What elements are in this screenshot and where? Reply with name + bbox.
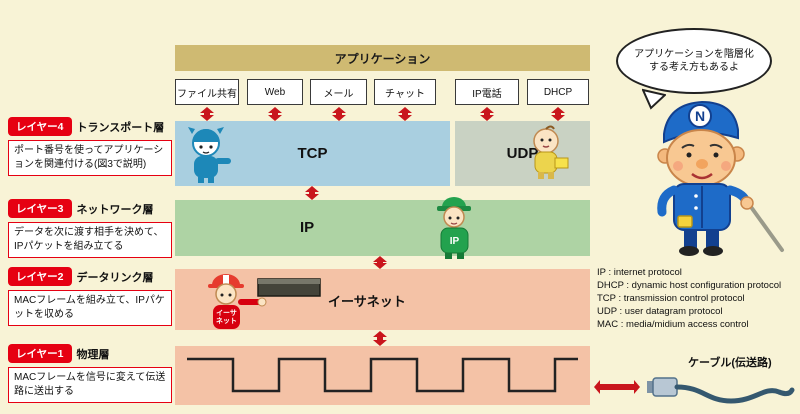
- layer1-head: レイヤー1 物理層: [8, 344, 172, 363]
- layer3-badge: レイヤー3: [8, 199, 72, 218]
- app-box-chat: チャット: [374, 79, 436, 105]
- layer1-badge: レイヤー1: [8, 344, 72, 363]
- tcp-character: [188, 127, 231, 183]
- svg-text:イーサ: イーサ: [216, 309, 237, 317]
- signal-wave: [187, 357, 578, 393]
- app-box-label: チャット: [385, 88, 425, 100]
- cable-icon: [647, 377, 795, 404]
- layer3-title: ネットワーク層: [76, 203, 154, 216]
- layer2-description: MACフレームを組み立て、IPパケットを収める: [8, 290, 172, 326]
- app-box-dhcp: DHCP: [527, 79, 589, 105]
- layer2-badge: レイヤー2: [8, 267, 72, 286]
- legend-line-ip: IP : internet protocol: [597, 267, 682, 278]
- protocol-legend: IP : internet protocol DHCP : dynamic ho…: [597, 266, 781, 331]
- speech-bubble-text: アプリケーションを階層化する考え方もあるよ: [634, 48, 754, 74]
- legend-line-dhcp: DHCP : dynamic host configuration protoc…: [597, 280, 782, 291]
- arrow-chat-tcp-icon: [398, 107, 412, 121]
- layer1-label-group: レイヤー1 物理層 MACフレームを信号に変えて伝送路に送出する: [8, 344, 172, 403]
- udp-character: [533, 125, 569, 179]
- app-box-label: IP電話: [472, 88, 502, 100]
- svg-text:IP: IP: [450, 236, 460, 247]
- mascot-character: N: [657, 100, 784, 256]
- layer2-head: レイヤー2 データリンク層: [8, 267, 172, 286]
- ethernet-character: イーサ ネット: [208, 274, 321, 329]
- tcp-label: TCP: [297, 145, 328, 162]
- layer2-label-group: レイヤー2 データリンク層 MACフレームを組み立て、IPパケットを収める: [8, 267, 172, 326]
- arrow-mail-tcp-icon: [332, 107, 346, 121]
- cable-label: ケーブル(伝送路): [688, 357, 772, 369]
- app-box-label: DHCP: [543, 86, 573, 98]
- arrow-physical-cable-icon: [594, 380, 640, 394]
- layer4-badge: レイヤー4: [8, 117, 72, 136]
- arrow-tcp-ip-icon: [305, 186, 319, 200]
- app-box-label: メール: [323, 88, 354, 100]
- legend-line-mac: MAC : media/midium access control: [597, 319, 749, 330]
- layer4-label-group: レイヤー4 トランスポート層 ポート番号を使ってアプリケーションを関連付ける(図…: [8, 117, 172, 176]
- speech-bubble: アプリケーションを階層化する考え方もあるよ: [616, 28, 772, 94]
- ethernet-label: イーサネット: [328, 294, 406, 309]
- layer4-head: レイヤー4 トランスポート層: [8, 117, 172, 136]
- arrow-ipphone-udp-icon: [480, 107, 494, 121]
- arrow-dhcp-udp-icon: [551, 107, 565, 121]
- arrow-filesharing-tcp-icon: [200, 107, 214, 121]
- application-header-label: アプリケーション: [334, 51, 431, 66]
- svg-text:ネット: ネット: [216, 317, 237, 325]
- layer2-title: データリンク層: [76, 271, 154, 284]
- udp-label: UDP: [506, 145, 539, 162]
- legend-line-udp: UDP : user datagram protocol: [597, 306, 723, 317]
- physical-layer-band: [175, 346, 590, 405]
- layer1-description: MACフレームを信号に変えて伝送路に送出する: [8, 367, 172, 403]
- layer3-description: データを次に渡す相手を決めて、IPパケットを組み立てる: [8, 222, 172, 258]
- ip-character: IP: [437, 197, 471, 259]
- layer4-title: トランスポート層: [76, 121, 165, 134]
- application-header: アプリケーション: [175, 45, 590, 71]
- app-box-web: Web: [247, 79, 303, 105]
- layer1-title: 物理層: [76, 348, 110, 361]
- app-box-ip-phone: IP電話: [455, 79, 519, 105]
- layer4-description: ポート番号を使ってアプリケーションを関連付ける(図3で説明): [8, 140, 172, 176]
- network-layer-band: [175, 200, 590, 256]
- arrow-ethernet-physical-icon: [373, 331, 387, 346]
- layer3-head: レイヤー3 ネットワーク層: [8, 199, 172, 218]
- legend-line-tcp: TCP : transmission control protocol: [597, 293, 745, 304]
- app-box-file-sharing: ファイル共有: [175, 79, 239, 105]
- ip-label: IP: [300, 219, 315, 236]
- udp-box: UDP: [455, 121, 590, 186]
- layer3-label-group: レイヤー3 ネットワーク層 データを次に渡す相手を決めて、IPパケットを組み立て…: [8, 199, 172, 258]
- arrow-ip-ethernet-icon: [373, 256, 387, 269]
- svg-text:N: N: [695, 108, 705, 124]
- app-box-label: ファイル共有: [177, 88, 237, 100]
- app-box-mail: メール: [310, 79, 367, 105]
- speech-bubble-tail-icon: [642, 88, 666, 110]
- app-box-label: Web: [264, 86, 286, 98]
- arrow-web-tcp-icon: [268, 107, 282, 121]
